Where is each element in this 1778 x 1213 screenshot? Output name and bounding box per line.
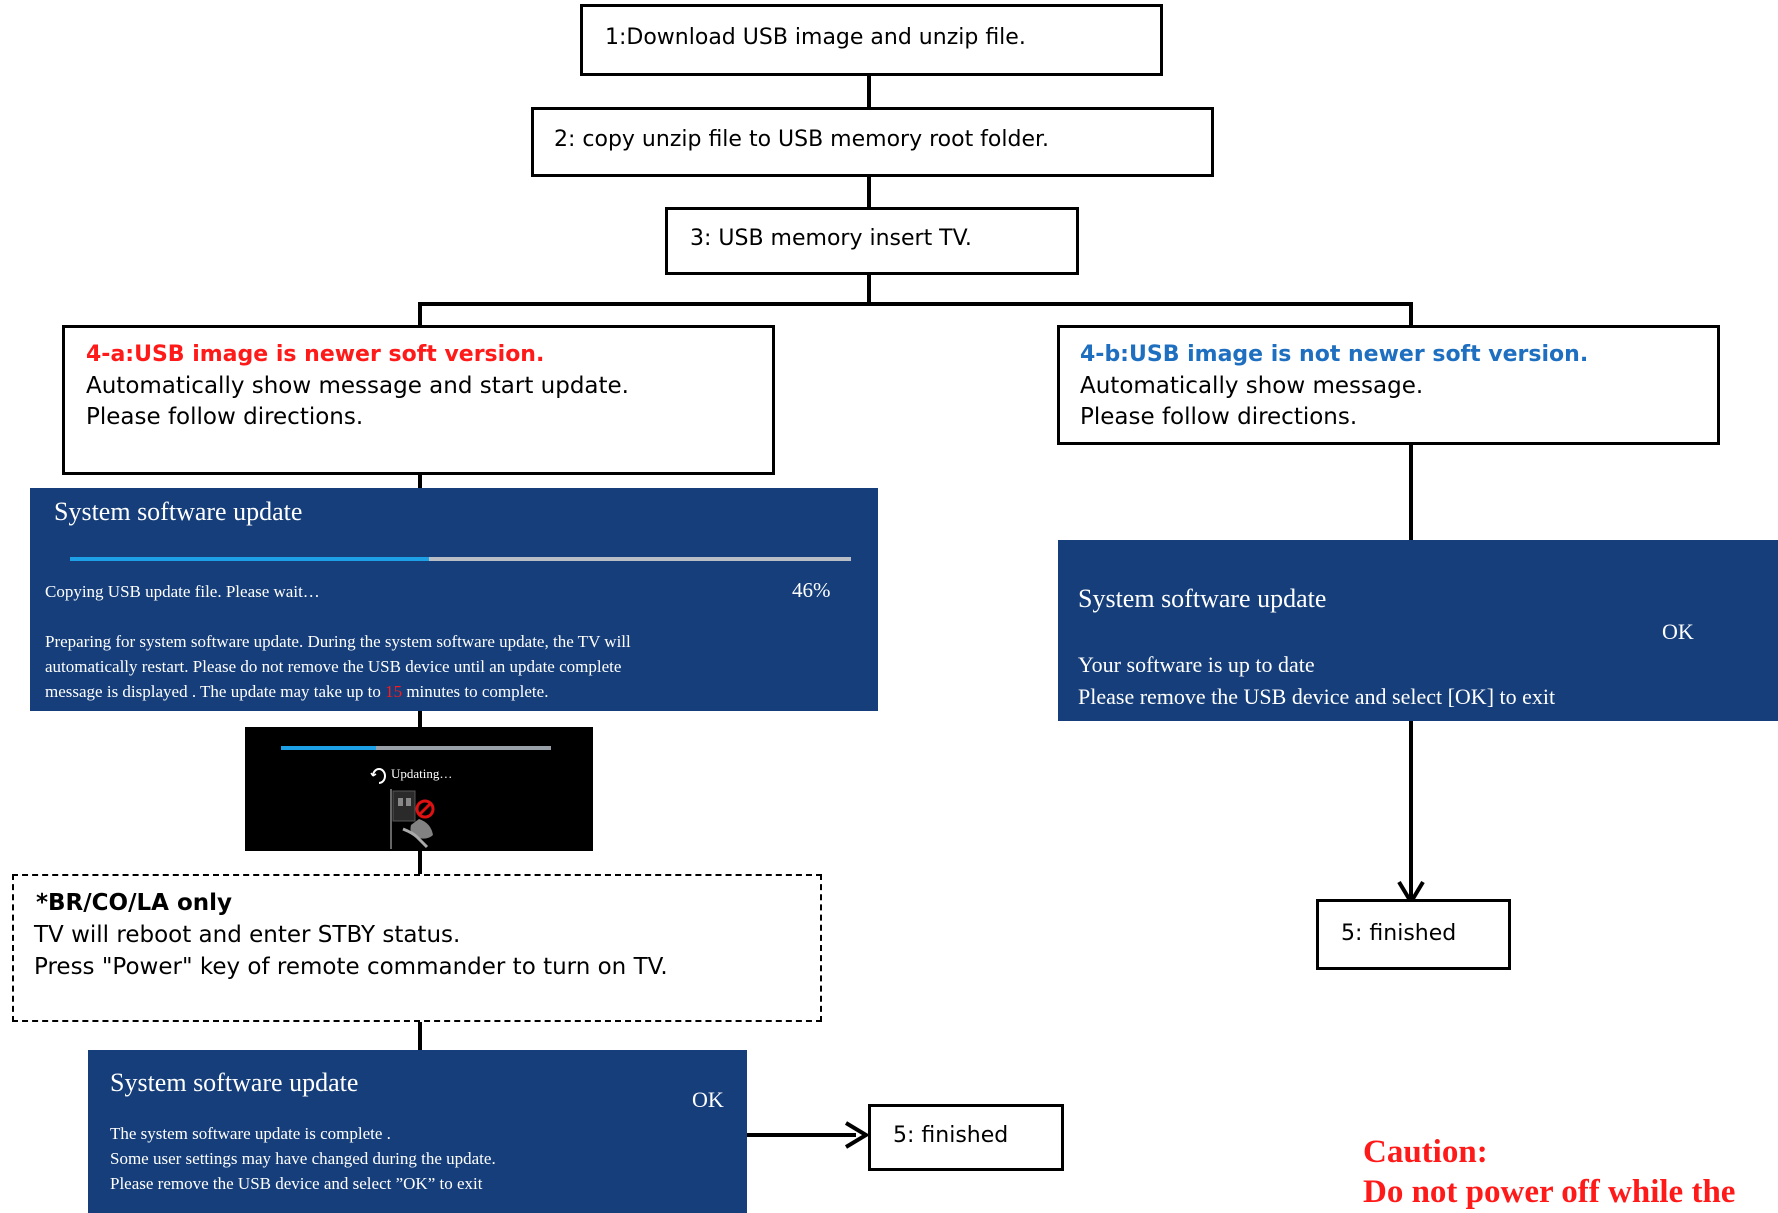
complete-panel-title: System software update: [110, 1068, 359, 1097]
region-note-title: *BR/CO/LA only: [36, 890, 233, 916]
complete-line3: Please remove the USB device and select …: [110, 1174, 483, 1193]
copying-msg-line1: Preparing for system software update. Du…: [45, 632, 631, 651]
step-4a-line1: Automatically show message and start upd…: [86, 373, 629, 399]
copying-msg-line2: automatically restart. Please do not rem…: [45, 657, 622, 676]
copying-percent: 46%: [792, 578, 831, 602]
uptodate-line2: Please remove the USB device and select …: [1078, 684, 1556, 709]
connector-note-complete: [418, 1021, 422, 1051]
step-4b-line1: Automatically show message.: [1080, 373, 1424, 399]
caution-title: Caution:: [1363, 1134, 1488, 1170]
connector-updating-note: [418, 850, 422, 874]
connector-split-horizontal: [418, 302, 1413, 306]
step-4b-box: 4-b:USB image is not newer soft version.…: [1057, 325, 1720, 445]
connector-complete-finished: [746, 1133, 856, 1137]
connector-2-3: [867, 175, 871, 209]
updating-progress-fill: [281, 746, 376, 750]
step-4a-title: 4-a:USB image is newer soft version.: [86, 342, 545, 367]
region-note-line2: Press "Power" key of remote commander to…: [34, 954, 668, 980]
region-note-box: *BR/CO/LA only TV will reboot and enter …: [12, 874, 822, 1022]
copying-msg3-minutes: 15: [385, 682, 403, 701]
connector-1-2: [867, 75, 871, 108]
tv-uptodate-panel: System software update OK Your software …: [1058, 540, 1778, 721]
uptodate-ok-button[interactable]: OK: [1662, 619, 1694, 644]
step-4b-line2: Please follow directions.: [1080, 404, 1358, 430]
copying-msg3-a: message is displayed . The update may ta…: [45, 682, 386, 701]
tv-copying-panel: System software update Copying USB updat…: [30, 488, 878, 711]
step-3-label: 3: USB memory insert TV.: [690, 226, 972, 251]
connector-4a-panel: [418, 474, 422, 490]
tv-complete-panel: System software update OK The system sof…: [88, 1050, 747, 1213]
uptodate-panel-title: System software update: [1078, 584, 1327, 613]
complete-line1: The system software update is complete .: [110, 1124, 391, 1143]
arrowhead-right: [844, 1121, 870, 1149]
step-4a-line2: Please follow directions.: [86, 404, 364, 430]
copying-msg3-b: minutes to complete.: [402, 682, 549, 701]
do-not-unplug-icon: [390, 789, 435, 849]
caution-line1: Do not power off while the: [1363, 1174, 1736, 1210]
copying-progress-fill: [70, 557, 430, 561]
connector-panel-updating: [418, 710, 422, 728]
finished-label-right: 5: finished: [1341, 921, 1457, 946]
finished-box-left: 5: finished: [868, 1104, 1064, 1171]
spinner-icon: [370, 768, 386, 784]
updating-progress-track: [281, 746, 551, 750]
connector-split-left: [418, 302, 422, 327]
copying-status: Copying USB update file. Please wait…: [45, 582, 320, 601]
tv-updating-panel: Updating…: [245, 727, 593, 851]
step-2-box: 2: copy unzip file to USB memory root fo…: [531, 107, 1214, 177]
copying-progress-track: [70, 557, 851, 561]
step-4a-box: 4-a:USB image is newer soft version. Aut…: [62, 325, 775, 475]
finished-box-right: 5: finished: [1316, 899, 1511, 970]
step-2-label: 2: copy unzip file to USB memory root fo…: [554, 127, 1050, 152]
step-4b-title: 4-b:USB image is not newer soft version.: [1080, 342, 1589, 367]
connector-split-right: [1409, 302, 1413, 327]
finished-label-left: 5: finished: [893, 1123, 1009, 1148]
connector-uptodate-finished: [1409, 720, 1413, 898]
step-3-box: 3: USB memory insert TV.: [665, 207, 1079, 275]
copying-msg-line3: message is displayed . The update may ta…: [45, 679, 548, 704]
uptodate-line1: Your software is up to date: [1078, 652, 1315, 677]
copying-panel-title: System software update: [54, 497, 303, 526]
step-1-box: 1:Download USB image and unzip file.: [580, 4, 1163, 76]
connector-4b-panel: [1409, 443, 1413, 541]
updating-label: Updating…: [391, 766, 453, 781]
region-note-line1: TV will reboot and enter STBY status.: [34, 922, 461, 948]
complete-line2: Some user settings may have changed duri…: [110, 1149, 496, 1168]
complete-ok-button[interactable]: OK: [692, 1087, 724, 1112]
step-1-label: 1:Download USB image and unzip file.: [605, 25, 1026, 50]
connector-3-split: [867, 274, 871, 304]
